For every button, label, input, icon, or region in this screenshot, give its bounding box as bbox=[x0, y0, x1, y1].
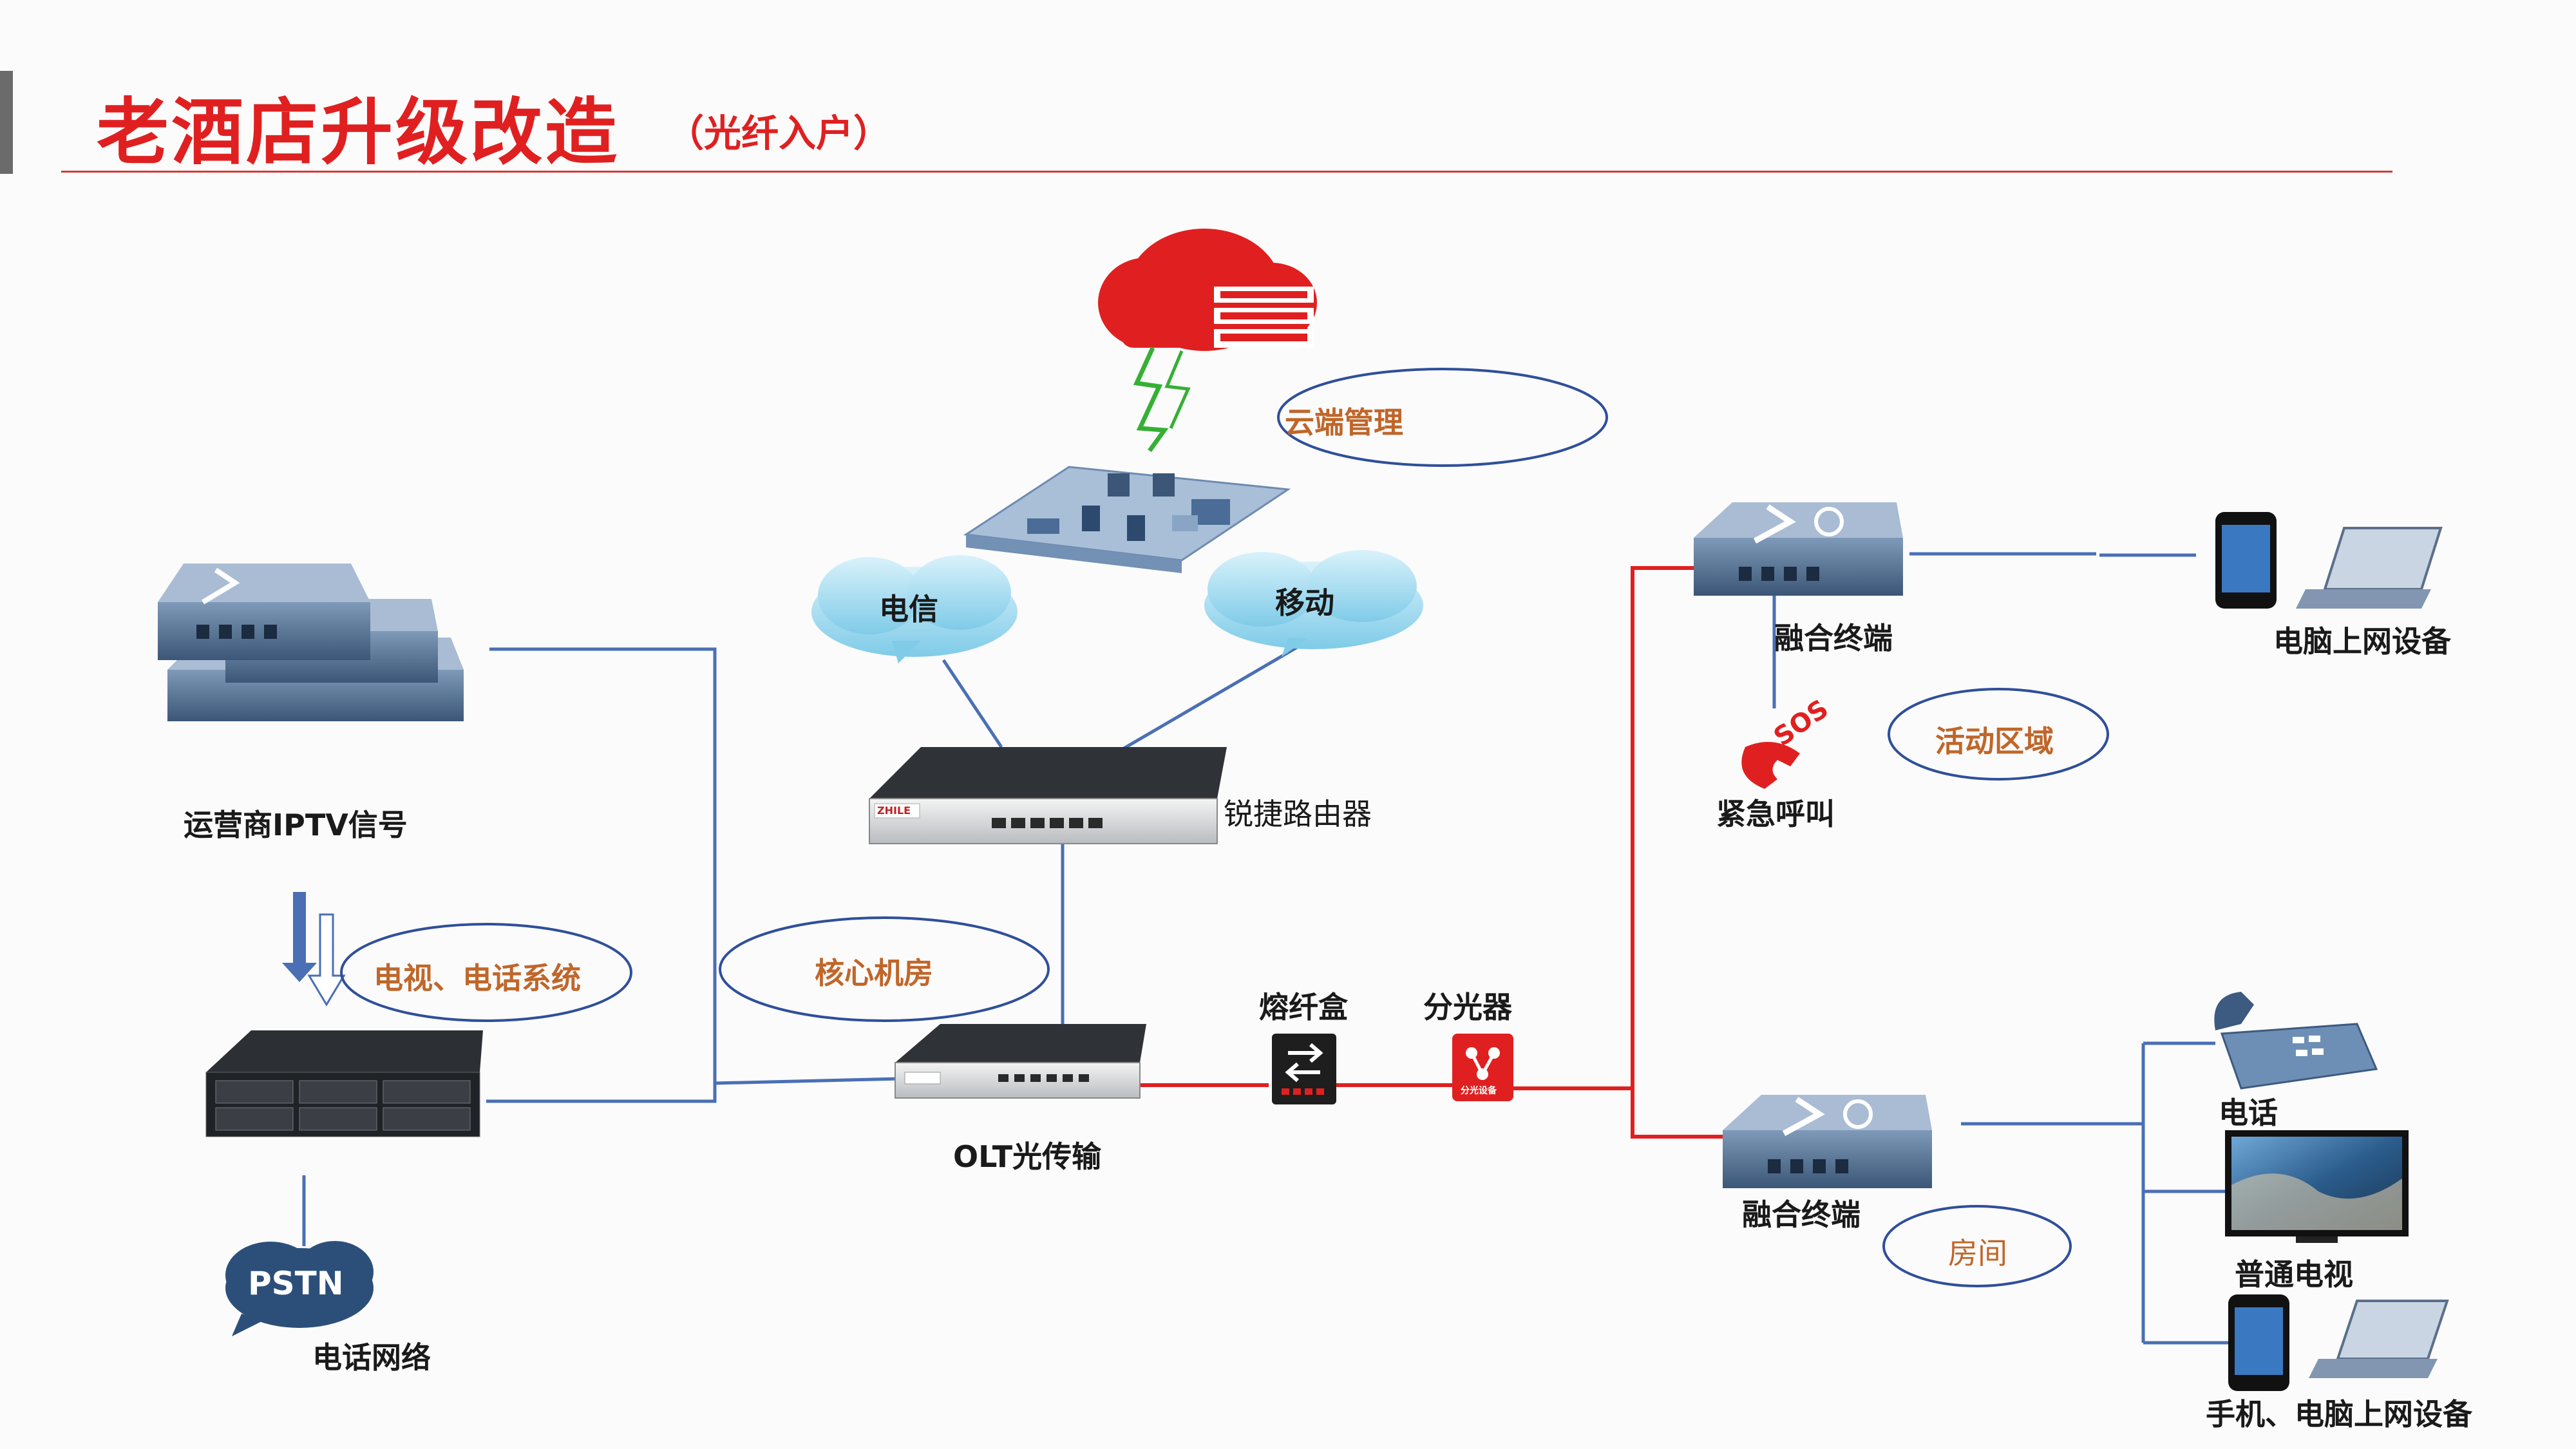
label-pc-devices: 电脑上网设备 bbox=[2273, 624, 2451, 659]
link-core-to-olt bbox=[714, 1077, 902, 1085]
page-title: 老酒店升级改造 bbox=[97, 91, 620, 175]
pstn-cloud-icon bbox=[225, 1241, 374, 1336]
ellipse-cloud-mgmt bbox=[1277, 368, 1608, 467]
smartphone-icon-2 bbox=[2228, 1294, 2289, 1391]
iptv-terminals-icon bbox=[158, 564, 464, 721]
mobile-bubble-icon bbox=[1204, 550, 1423, 657]
laptop-icon-2 bbox=[2309, 1300, 2449, 1378]
link-telecom-to-router bbox=[942, 659, 1003, 748]
label-telecom: 电信 bbox=[879, 592, 938, 627]
label-tv-phone-system: 电视、电话系统 bbox=[374, 961, 581, 996]
olt-icon bbox=[895, 1024, 1146, 1099]
database-stack-icon bbox=[1214, 287, 1314, 348]
label-phone: 电话 bbox=[2219, 1095, 2278, 1130]
lightning-icon-2 bbox=[1164, 350, 1191, 430]
arrow-outline-down-icon bbox=[307, 913, 346, 1007]
fiber-links bbox=[1137, 566, 1723, 1139]
pstn-text: PSTN bbox=[248, 1265, 344, 1302]
label-fusion-terminal-bottom: 融合终端 bbox=[1742, 1197, 1861, 1232]
splitter-chip-label: 分光设备 bbox=[1461, 1085, 1497, 1096]
label-tv: 普通电视 bbox=[2235, 1257, 2353, 1292]
label-olt: OLT光传输 bbox=[953, 1139, 1102, 1174]
label-splitter: 分光器 bbox=[1423, 990, 1512, 1025]
cloud-icon bbox=[1098, 229, 1317, 351]
label-mobile: 移动 bbox=[1275, 585, 1334, 620]
smartphone-icon bbox=[2215, 512, 2277, 609]
label-core-room: 核心机房 bbox=[815, 956, 933, 990]
label-phone-network: 电话网络 bbox=[312, 1340, 431, 1375]
label-iptv: 运营商IPTV信号 bbox=[184, 808, 408, 842]
telephone-icon bbox=[2214, 992, 2378, 1090]
label-splice-box: 熔纤盒 bbox=[1259, 990, 1348, 1025]
blue-links bbox=[486, 552, 2228, 1345]
link-iptv-to-core bbox=[486, 647, 717, 1103]
ellipse-tv-phone bbox=[340, 923, 632, 1022]
label-emergency-call: 紧急呼叫 bbox=[1716, 797, 1835, 831]
arrow-solid-down-icon bbox=[282, 892, 317, 982]
fusion-terminal-top-icon bbox=[1694, 502, 1903, 596]
link-mobile-to-router bbox=[1119, 636, 1315, 752]
tv-icon bbox=[2225, 1130, 2409, 1243]
label-fusion-terminal-top: 融合终端 bbox=[1774, 621, 1893, 656]
network-platform-icon bbox=[963, 466, 1291, 573]
sos-icon: SOS bbox=[1741, 694, 1834, 789]
lightning-icon bbox=[1133, 346, 1169, 453]
title-underline bbox=[61, 171, 2392, 173]
label-mobile-pc-devices: 手机、电脑上网设备 bbox=[2206, 1397, 2472, 1432]
server-icon bbox=[205, 1030, 483, 1137]
ellipse-room bbox=[1882, 1205, 2072, 1287]
splice-box-icon bbox=[1272, 1034, 1336, 1104]
ellipse-core-room bbox=[719, 916, 1050, 1022]
splitter-icon bbox=[1452, 1034, 1513, 1101]
signal-arrows bbox=[282, 892, 346, 1007]
title-accent-bar bbox=[0, 71, 13, 174]
label-cloud-mgmt: 云端管理 bbox=[1285, 405, 1403, 440]
label-activity-area: 活动区域 bbox=[1935, 724, 2054, 759]
telecom-bubble-icon bbox=[811, 555, 1018, 663]
page-subtitle: （光纤入户） bbox=[667, 111, 891, 155]
label-router: 锐捷路由器 bbox=[1224, 797, 1372, 831]
laptop-icon bbox=[2296, 527, 2443, 609]
fiber-splitter-to-terminals bbox=[1507, 566, 1723, 1139]
router-icon bbox=[869, 747, 1227, 844]
router-brand: ZHILE bbox=[877, 804, 911, 817]
label-room: 房间 bbox=[1948, 1236, 2007, 1271]
ellipse-activity-area bbox=[1888, 688, 2109, 781]
fusion-terminal-bottom-icon bbox=[1723, 1095, 1932, 1188]
